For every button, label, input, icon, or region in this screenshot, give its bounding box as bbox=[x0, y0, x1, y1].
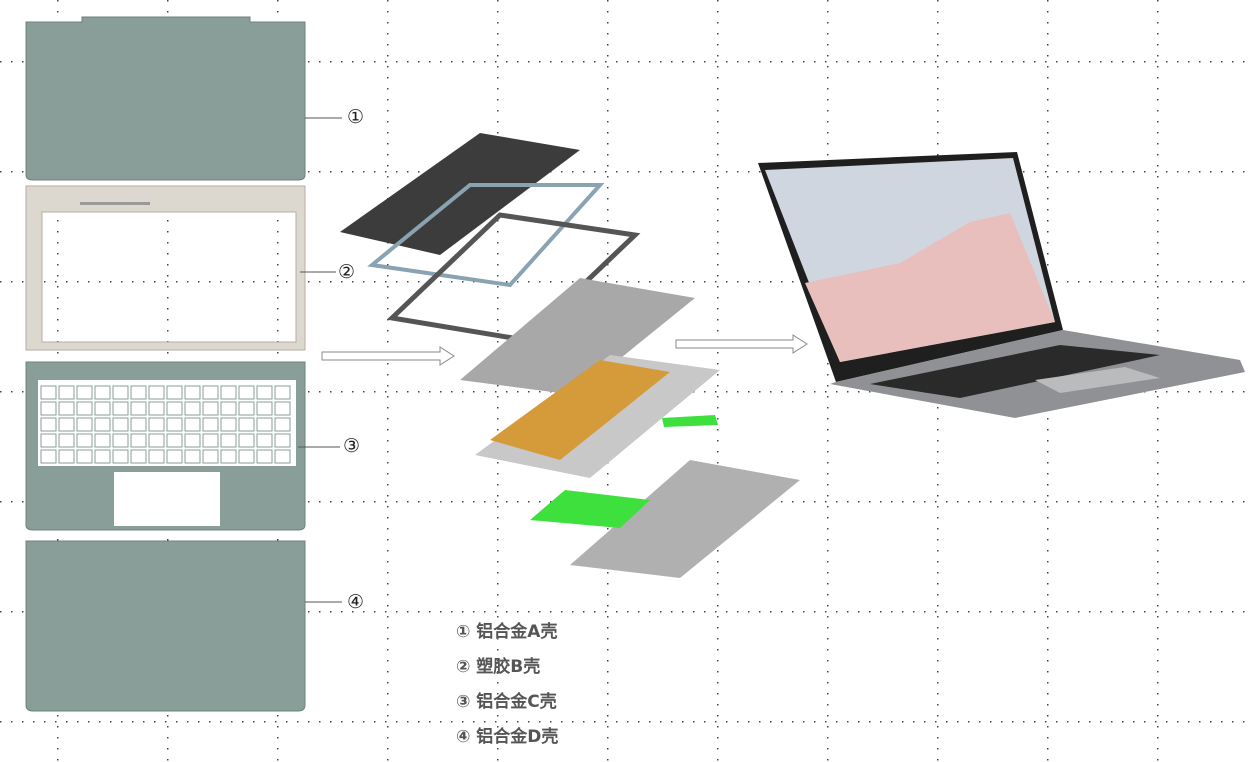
arrow-icon bbox=[321, 334, 808, 366]
legend: ① 铝合金A壳 ② 塑胶B壳 ③ 铝合金C壳 ④ 铝合金D壳 bbox=[456, 620, 558, 760]
a-shell bbox=[25, 16, 342, 181]
laptop-photo bbox=[758, 152, 1245, 418]
d-shell bbox=[25, 540, 342, 712]
legend-item: ② 塑胶B壳 bbox=[456, 657, 541, 677]
callout-1: ① bbox=[347, 106, 365, 128]
b-shell bbox=[25, 185, 336, 351]
c-shell bbox=[25, 361, 340, 531]
legend-item: ③ 铝合金C壳 bbox=[456, 692, 557, 712]
callout-4: ④ bbox=[347, 591, 365, 613]
legend-item: ④ 铝合金D壳 bbox=[456, 727, 559, 747]
callout-2: ② bbox=[338, 261, 356, 283]
callout-3: ③ bbox=[343, 435, 361, 457]
legend-item: ① 铝合金A壳 bbox=[456, 622, 558, 642]
exploded-view bbox=[340, 133, 800, 578]
